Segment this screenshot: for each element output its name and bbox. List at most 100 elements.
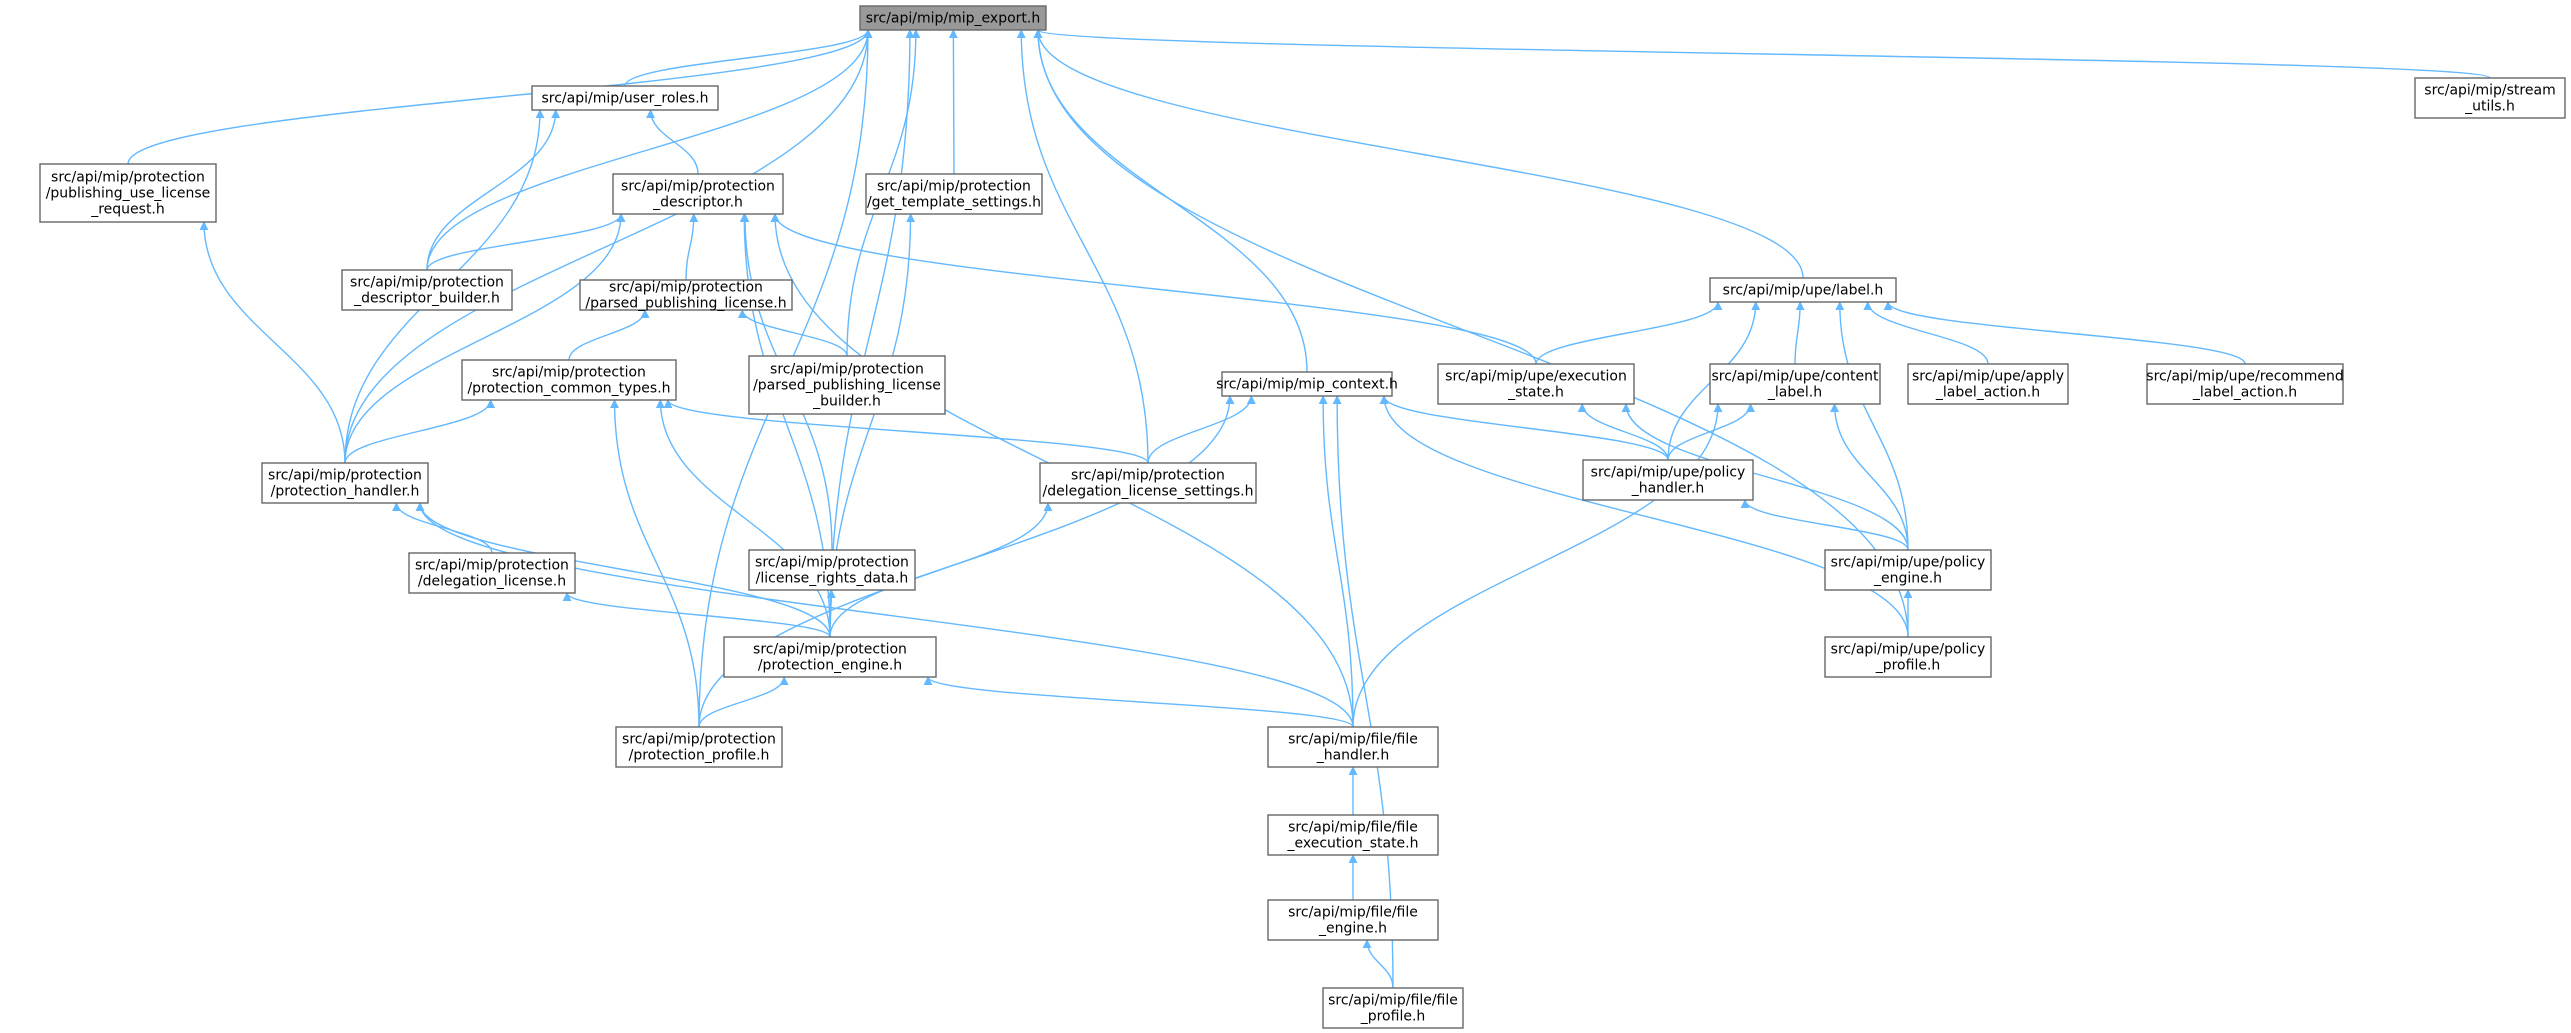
node-recommend-label-action[interactable]: src/api/mip/upe/recommend_label_action.h [2146,363,2344,405]
edge-policy-engine-to-policy-handler [1740,499,1909,551]
edge-policy-handler-to-execution-state [1577,403,1669,461]
node-box [865,173,1043,215]
node-box [615,726,783,768]
node-label[interactable]: src/api/mip/upe/label.h [1709,277,1897,303]
edge-recommend-label-action-to-label [1883,301,2246,365]
node-delegation-license[interactable]: src/api/mip/protection/delegation_licens… [408,552,576,594]
edge-delegation-license-settings-to-mip-context [1147,395,1256,464]
edge-protection-handler-to-publishing-use-license-request [199,221,346,464]
edge-execution-state-to-protection-descriptor [770,213,1537,365]
edge-protection-engine-to-delegation-license [562,592,831,638]
node-protection-engine[interactable]: src/api/mip/protection/protection_engine… [723,636,937,678]
edge-file-profile-to-mip-context [1332,395,1394,989]
node-label-line: /get_template_settings.h [867,195,1041,211]
node-parsed-publishing-license-builder[interactable]: src/api/mip/protection/parsed_publishing… [748,355,946,415]
node-label-line: _profile.h [1875,658,1941,674]
edge-policy-engine-to-label [1835,301,1909,551]
node-label-line: src/api/mip/protection [622,732,776,748]
node-label-line: _descriptor.h [652,195,743,211]
node-get-template-settings[interactable]: src/api/mip/protection/get_template_sett… [865,173,1043,215]
node-license-rights-data[interactable]: src/api/mip/protection/license_rights_da… [748,549,916,591]
node-parsed-publishing-license[interactable]: src/api/mip/protection/parsed_publishing… [579,279,793,312]
node-label-line: src/api/mip/upe/content [1711,369,1879,385]
node-box [1267,814,1439,856]
node-policy-profile[interactable]: src/api/mip/upe/policy_profile.h [1824,636,1992,678]
node-file-profile[interactable]: src/api/mip/file/file_profile.h [1322,987,1464,1029]
edge-parsed-publishing-license-builder-to-parsed-publishing-license [737,309,848,357]
node-box [1709,363,1881,405]
node-file-handler[interactable]: src/api/mip/file/file_handler.h [1267,726,1439,768]
edge-policy-profile-to-mip-export [1033,29,1909,638]
node-label-line: src/api/mip/upe/recommend [2146,369,2343,385]
edge-get-template-settings-to-mip-export [948,29,958,175]
node-label-line: _request.h [90,202,165,218]
node-label-line: _execution_state.h [1286,836,1418,852]
node-protection-descriptor[interactable]: src/api/mip/protection_descriptor.h [612,173,784,215]
edge-apply-label-action-to-label [1863,301,1989,365]
node-protection-handler[interactable]: src/api/mip/protection/protection_handle… [261,462,429,504]
edge-delegation-license-settings-to-mip-export [1016,29,1149,464]
node-box [261,462,429,504]
node-label-line: _engine.h [1318,921,1387,937]
node-box [39,163,217,223]
edge-protection-common-types-to-parsed-publishing-license [568,309,650,361]
edge-protection-profile-to-protection-common-types [610,399,700,728]
edge-policy-handler-to-mip-context [1379,395,1669,461]
edge-protection-engine-to-mip-export [829,29,915,638]
node-label-line: _state.h [1507,385,1564,401]
node-descriptor-builder[interactable]: src/api/mip/protection_descriptor_builde… [341,269,513,311]
node-user-roles[interactable]: src/api/mip/user_roles.h [531,85,719,111]
edge-protection-handler-to-mip-export [344,29,873,464]
node-label-line: src/api/mip/protection [1071,468,1225,484]
node-stream-utils[interactable]: src/api/mip/stream_utils.h [2414,77,2566,119]
edge-protection-handler-to-protection-descriptor [344,213,626,464]
node-label-line: _handler.h [1631,481,1705,497]
edge-policy-engine-to-content-label [1830,403,1909,551]
edge-content-label-to-label [1794,301,1805,365]
node-box [1907,363,2069,405]
node-label-line: src/api/mip/protection [609,280,763,296]
edge-label-to-mip-export [1033,29,1804,279]
node-execution-state[interactable]: src/api/mip/upe/execution_state.h [1437,363,1635,405]
node-label-line: _handler.h [1316,748,1390,764]
node-mip-export: src/api/mip/mip_export.h [859,5,1047,31]
node-box [579,279,793,311]
node-box [748,355,946,415]
node-label-line: /parsed_publishing_license.h [585,296,786,312]
node-label-line: src/api/mip/mip_export.h [866,11,1040,27]
node-policy-engine[interactable]: src/api/mip/upe/policy_engine.h [1824,549,1992,591]
node-label-line: _descriptor_builder.h [353,291,500,307]
node-label-line: src/api/mip/stream [2424,83,2555,99]
node-box [1267,899,1439,941]
node-content-label[interactable]: src/api/mip/upe/content_label.h [1709,363,1881,405]
node-label-line: src/api/mip/protection [621,179,775,195]
node-label-line: src/api/mip/upe/label.h [1723,283,1884,299]
node-protection-common-types[interactable]: src/api/mip/protection/protection_common… [461,359,677,401]
edge-user-roles-to-mip-export [624,29,873,87]
node-label-line: src/api/mip/protection [492,365,646,381]
node-protection-profile[interactable]: src/api/mip/protection/protection_profil… [615,726,783,768]
edge-file-handler-to-protection-engine [923,676,1354,728]
node-box [1824,549,1992,591]
node-delegation-license-settings[interactable]: src/api/mip/protection/delegation_licens… [1039,462,1257,504]
node-box [612,173,784,215]
edge-file-handler-to-content-label [1352,403,1723,728]
node-mip-context[interactable]: src/api/mip/mip_context.h [1216,371,1398,397]
node-box [2146,363,2344,405]
node-file-engine[interactable]: src/api/mip/file/file_engine.h [1267,899,1439,941]
node-box [1039,462,1257,504]
node-label-line: src/api/mip/protection [415,558,569,574]
node-file-execution-state[interactable]: src/api/mip/file/file_execution_state.h [1267,814,1439,856]
node-apply-label-action[interactable]: src/api/mip/upe/apply_label_action.h [1907,363,2069,405]
node-box [1322,987,1464,1029]
node-label-line: src/api/mip/file/file [1328,993,1458,1009]
edge-descriptor-builder-to-user-roles [426,109,561,271]
node-label-line: src/api/mip/upe/policy [1831,642,1986,658]
edge-descriptor-builder-to-protection-descriptor [426,213,626,271]
node-label-line: src/api/mip/protection [770,362,924,378]
node-label-line: src/api/mip/file/file [1288,905,1418,921]
edge-publishing-use-license-request-to-mip-export [127,29,873,165]
node-policy-handler[interactable]: src/api/mip/upe/policy_handler.h [1582,459,1754,501]
edge-protection-engine-to-protection-handler [415,502,831,638]
node-publishing-use-license-request[interactable]: src/api/mip/protection/publishing_use_li… [39,163,217,223]
